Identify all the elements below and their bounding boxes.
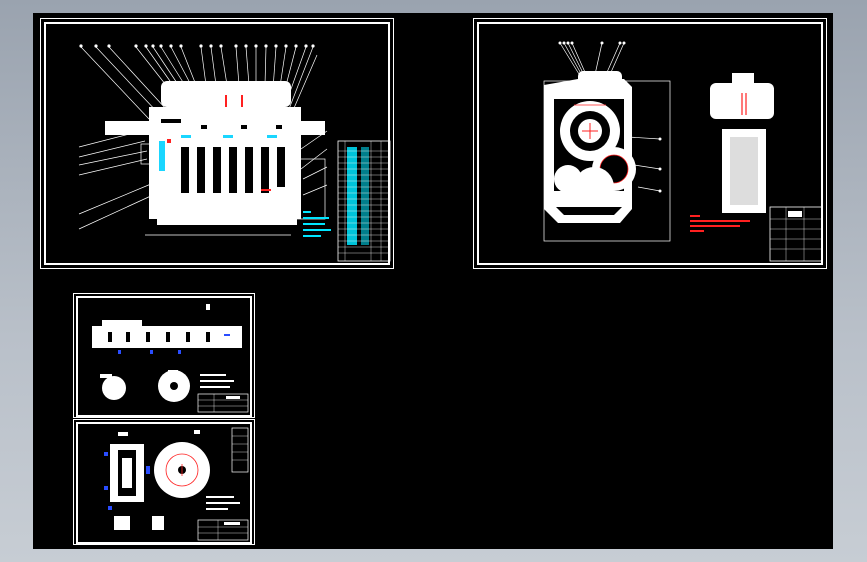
drawing-sheet-assembly[interactable] bbox=[40, 18, 394, 269]
drawing-sheet-shaft[interactable] bbox=[73, 293, 255, 418]
side-views-graphic bbox=[543, 41, 823, 262]
assembly-drawing-graphic bbox=[78, 44, 391, 262]
sheet-border bbox=[44, 22, 390, 265]
cad-viewport[interactable] bbox=[33, 13, 833, 549]
gear-drawing-graphic bbox=[104, 427, 249, 541]
sheet-border bbox=[76, 422, 252, 544]
sheet-border bbox=[477, 22, 823, 265]
drawing-sheet-side-views[interactable] bbox=[473, 18, 827, 269]
shaft-drawing-graphic bbox=[92, 304, 249, 413]
drawing-sheet-gear[interactable] bbox=[73, 419, 255, 545]
sheet-border bbox=[76, 296, 252, 417]
